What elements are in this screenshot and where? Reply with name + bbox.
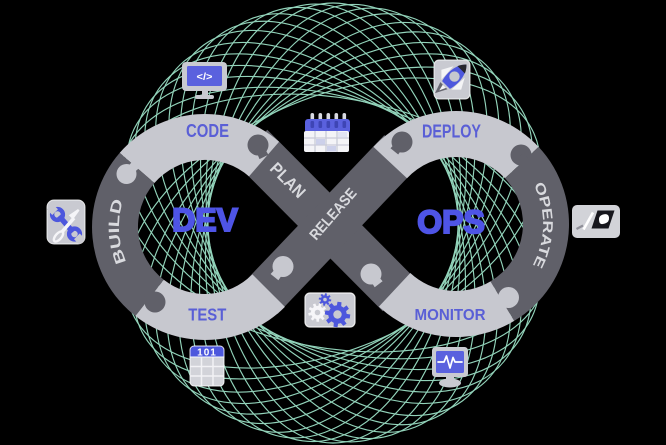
svg-text:</>: </> [197, 71, 213, 83]
svg-text:TEST: TEST [188, 305, 226, 325]
svg-text:OPS: OPS [417, 204, 485, 240]
svg-text:DEPLOY: DEPLOY [422, 122, 481, 142]
svg-text:101: 101 [197, 348, 217, 359]
svg-text:DEV: DEV [172, 202, 238, 238]
svg-text:CODE: CODE [186, 121, 229, 141]
svg-text:MONITOR: MONITOR [415, 307, 486, 324]
